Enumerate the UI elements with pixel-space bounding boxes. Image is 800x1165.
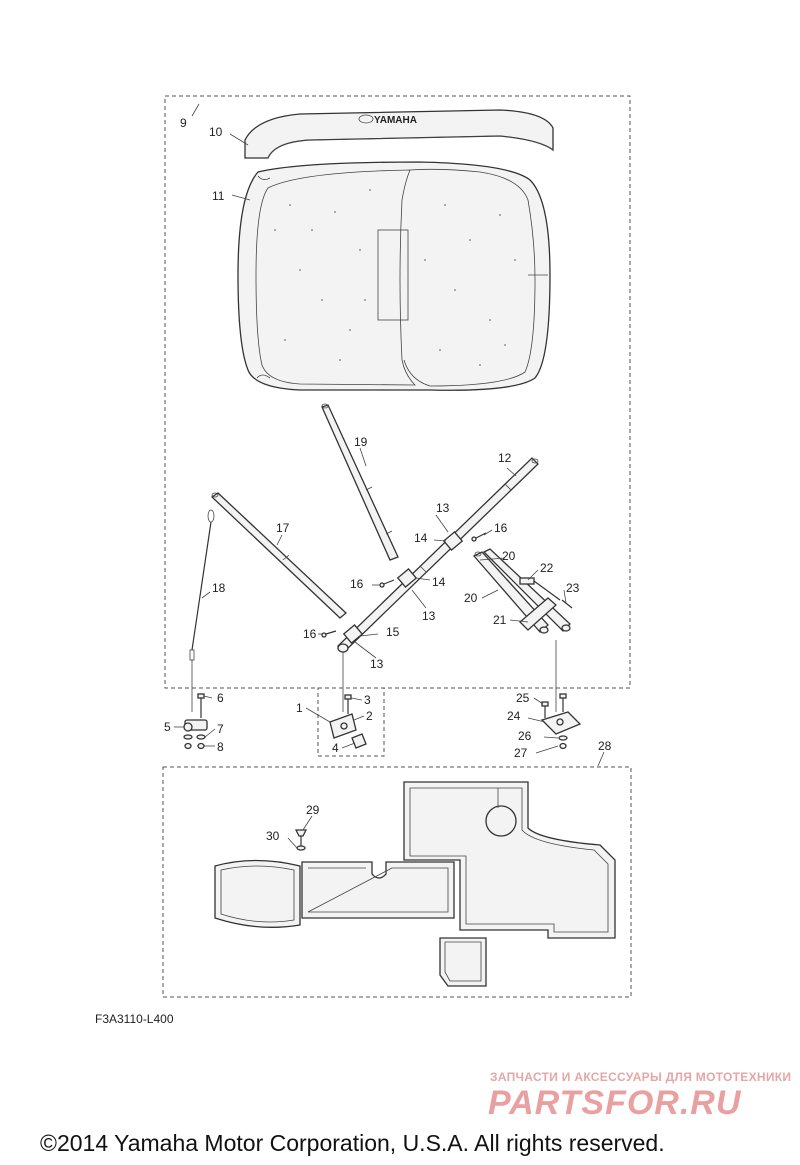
part-11-seat-cushion bbox=[237, 161, 551, 391]
callout-21: 21 bbox=[493, 613, 507, 627]
callout-23: 23 bbox=[566, 581, 580, 595]
callout-14a: 14 bbox=[414, 531, 428, 545]
part-18-strap bbox=[189, 509, 215, 712]
bracket-5-8 bbox=[183, 693, 208, 750]
callout-6: 6 bbox=[217, 691, 224, 705]
callout-3: 3 bbox=[364, 693, 371, 707]
callout-10: 10 bbox=[209, 125, 223, 139]
part-21-bracket bbox=[519, 597, 557, 631]
callout-13b: 13 bbox=[422, 609, 436, 623]
callout-28: 28 bbox=[598, 739, 612, 753]
callout-2: 2 bbox=[366, 709, 373, 723]
copyright-notice: ©2014 Yamaha Motor Corporation, U.S.A. A… bbox=[40, 1130, 665, 1156]
callout-25: 25 bbox=[516, 691, 530, 705]
callout-14b: 14 bbox=[432, 575, 446, 589]
callout-30: 30 bbox=[266, 829, 280, 843]
brand-logo-text: YAMAHA bbox=[374, 115, 417, 126]
callout-1: 1 bbox=[296, 701, 303, 715]
callout-19: 19 bbox=[354, 435, 368, 449]
part-22-23-fittings bbox=[519, 577, 573, 609]
callout-7: 7 bbox=[217, 722, 224, 736]
part-19-pole bbox=[321, 403, 399, 561]
callout-8: 8 bbox=[217, 740, 224, 754]
callout-numbers: 9 10 11 12 19 17 18 13 14 16 20 22 16 14… bbox=[164, 116, 612, 843]
part-17-pole bbox=[210, 492, 347, 619]
callout-29: 29 bbox=[306, 803, 320, 817]
callout-15: 15 bbox=[386, 625, 400, 639]
callout-4: 4 bbox=[332, 741, 339, 755]
part-10-strip: YAMAHA bbox=[244, 109, 554, 159]
diagram-code: F3A3110-L400 bbox=[95, 1012, 174, 1026]
bracket-assembly-1 bbox=[329, 694, 367, 749]
part-28-floor-mats bbox=[214, 781, 616, 987]
assembly-box-9 bbox=[164, 95, 631, 689]
callout-20b: 20 bbox=[464, 591, 478, 605]
watermark-logo: PARTSFOR.RU bbox=[488, 1084, 742, 1122]
assembly-box-28 bbox=[162, 766, 632, 998]
callout-18: 18 bbox=[212, 581, 226, 595]
leader-lines bbox=[174, 103, 605, 849]
callout-12: 12 bbox=[498, 451, 512, 465]
callout-11: 11 bbox=[212, 189, 225, 203]
joint-connectors bbox=[337, 530, 464, 653]
watermark-tagline: ЗАПЧАСТИ И АКСЕССУАРЫ ДЛЯ МОТОТЕХНИКИ bbox=[490, 1070, 792, 1084]
callout-26: 26 bbox=[518, 729, 532, 743]
callout-20a: 20 bbox=[502, 549, 516, 563]
callout-16a: 16 bbox=[494, 521, 508, 535]
callout-5: 5 bbox=[164, 720, 171, 734]
callout-22: 22 bbox=[540, 561, 554, 575]
callout-16b: 16 bbox=[350, 577, 364, 591]
callout-27: 27 bbox=[514, 746, 528, 760]
seat-texture bbox=[274, 189, 516, 366]
callout-9: 9 bbox=[180, 116, 187, 130]
callout-24: 24 bbox=[507, 709, 521, 723]
callout-16c: 16 bbox=[303, 627, 317, 641]
screws-16 bbox=[321, 532, 487, 638]
callout-13c: 13 bbox=[370, 657, 384, 671]
callout-13a: 13 bbox=[436, 501, 450, 515]
assembly-box-1 bbox=[317, 687, 385, 757]
fastener-29-30 bbox=[294, 829, 308, 851]
callout-17: 17 bbox=[276, 521, 290, 535]
bracket-24-27 bbox=[540, 693, 582, 750]
